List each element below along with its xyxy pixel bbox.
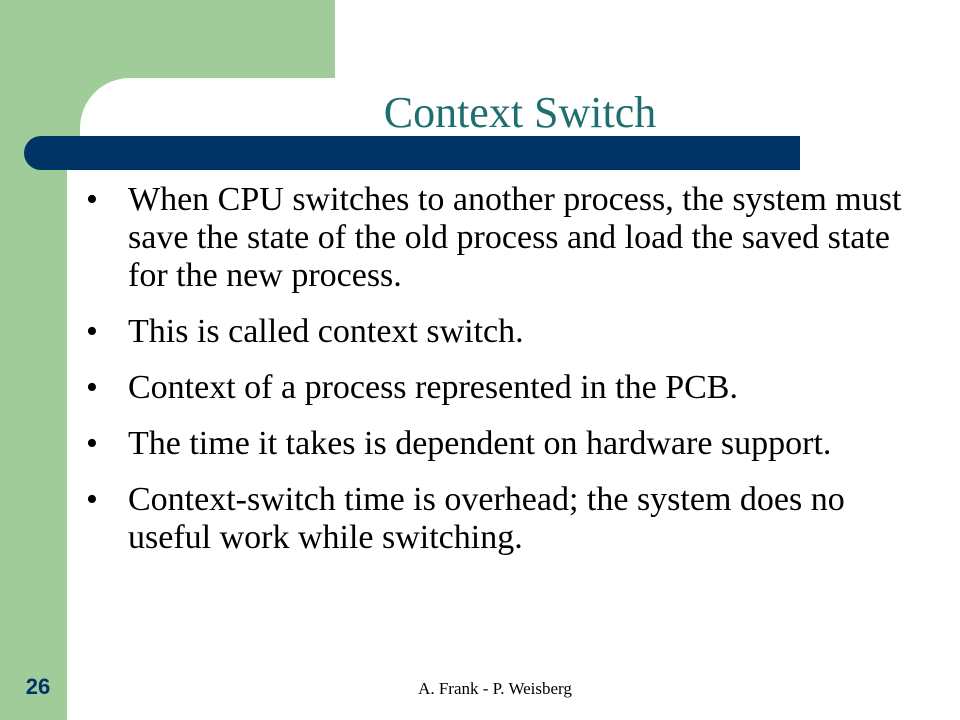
slide-title: Context Switch [383,88,657,137]
bullet-item: • Context of a process represented in th… [86,369,916,407]
bullet-dot-icon: • [86,425,98,462]
bullet-text: When CPU switches to another process, th… [128,181,902,294]
bullet-dot-icon: • [86,481,98,518]
bullet-item: • The time it takes is dependent on hard… [86,425,916,463]
title-underline-bar [24,136,800,170]
bullet-item: • This is called context switch. [86,313,916,351]
bullet-list: • When CPU switches to another process, … [86,181,916,575]
bullet-text: This is called context switch. [128,313,524,350]
bullet-dot-icon: • [86,313,98,350]
bullet-item: • Context-switch time is overhead; the s… [86,481,916,557]
slide-number: 26 [25,674,51,699]
bullet-item: • When CPU switches to another process, … [86,181,916,295]
bullet-dot-icon: • [86,181,98,218]
bullet-dot-icon: • [86,369,98,406]
footer-author: A. Frank - P. Weisberg [418,679,572,698]
bullet-text: The time it takes is dependent on hardwa… [128,425,832,462]
bullet-text: Context of a process represented in the … [128,369,738,406]
bullet-text: Context-switch time is overhead; the sys… [128,481,845,556]
